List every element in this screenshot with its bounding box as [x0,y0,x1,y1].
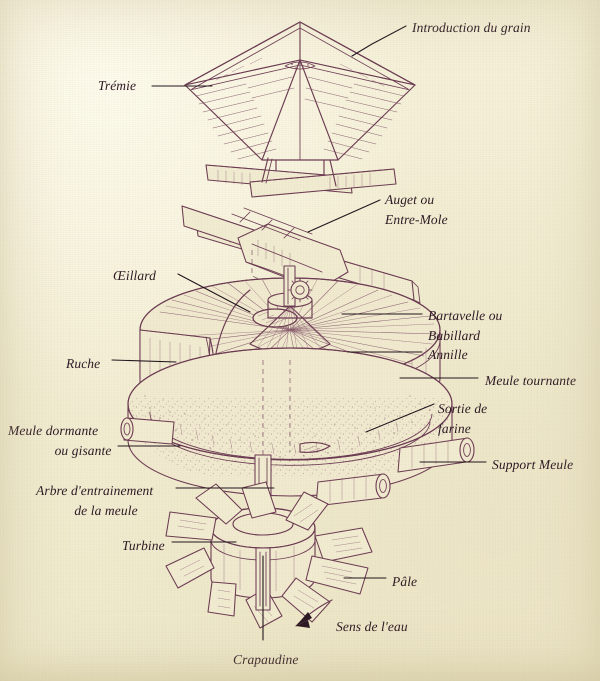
part-shoe-auget [181,205,421,317]
part-turbine [165,481,373,629]
label-oeillard: Œillard [113,268,156,283]
label-introduction-du-grain: Introduction du grain [412,20,531,35]
label-annille: Annille [428,347,468,362]
label-auget-line1: Auget ou [385,192,435,207]
label-ruche: Ruche [66,356,101,371]
part-hopper [184,21,416,184]
leader-lines [111,25,487,579]
label-arbre-line1: Arbre d'entrainement [36,483,154,498]
label-bartavelle-line2: Babillard [428,328,481,343]
label-meule-dormante-line2: ou gisante [54,443,112,458]
label-crapaudine: Crapaudine [233,652,299,667]
part-stone-supports [120,417,475,507]
leader-ruche [111,359,177,363]
label-pale: Pâle [392,574,418,589]
turbine-blades [165,481,373,629]
part-hopper-frame [205,157,397,198]
leader-oeillard [177,273,251,313]
label-turbine: Turbine [122,538,165,553]
label-support-meule: Support Meule [492,457,574,472]
label-sortie-de-farine-line2: farine [438,421,471,436]
leader-sortie-de-farine [365,403,435,433]
label-auget-line2: Entre-Mole [385,212,448,227]
label-tremie: Trémie [98,78,137,93]
label-arbre-line2: de la meule [74,503,138,518]
leader-auget [307,199,381,233]
part-bed-stone [127,347,453,497]
label-meule-dormante-line1: Meule dormante [8,423,99,438]
label-meule-tournante: Meule tournante [485,373,577,388]
label-bartavelle-line1: Bartavelle ou [428,308,503,323]
leader-introduction-du-grain [351,25,407,57]
water-direction-arrow [295,599,333,628]
label-sortie-de-farine-line1: Sortie de [438,401,488,416]
label-sens-de-l-eau: Sens de l'eau [336,619,408,634]
